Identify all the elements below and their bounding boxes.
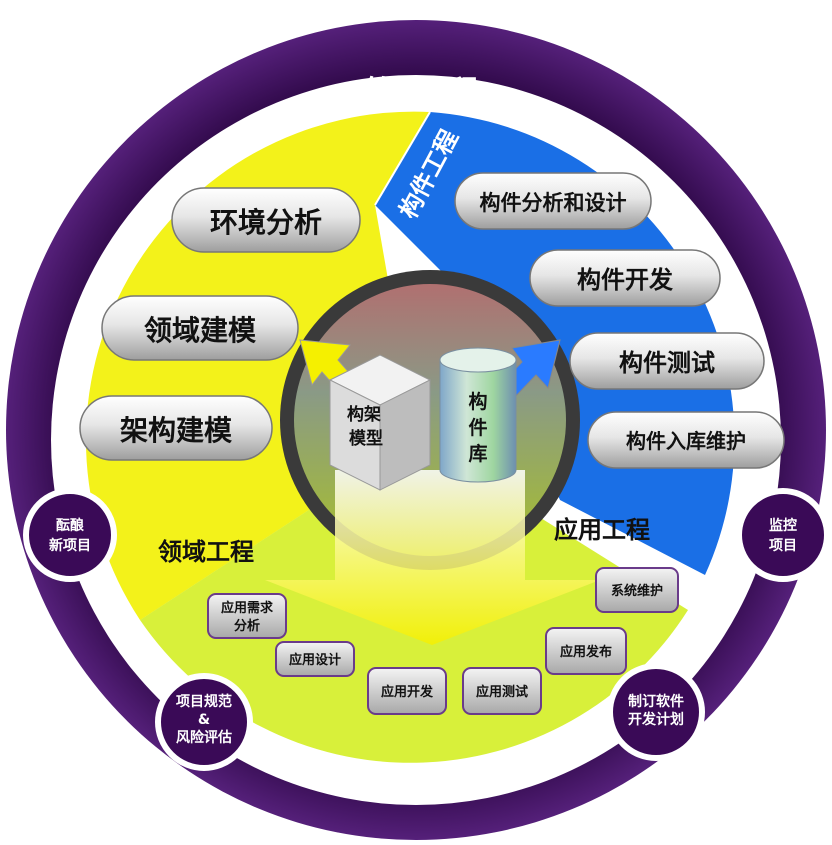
app-item-label: 应用设计 — [289, 652, 341, 668]
component-item-label: 构件入库维护 — [626, 429, 746, 453]
down-arrow — [265, 470, 600, 645]
domain-engineering-title: 领域工程 — [158, 538, 254, 566]
app-item-label: 应用测试 — [476, 684, 528, 700]
ring-circle-left-bottom: 项目规范 & 风险评估 — [155, 673, 253, 771]
ring-circle-label: 新项目 — [49, 537, 91, 554]
app-box-3: 应用测试 — [462, 667, 542, 715]
component-pill-0: 构件分析和设计 — [454, 172, 652, 230]
app-box-5: 系统维护 — [595, 567, 679, 613]
ring-circle-right-top: 监控 项目 — [736, 488, 830, 582]
domain-item-label: 环境分析 — [210, 206, 322, 239]
ring-circle-label: 项目 — [769, 538, 797, 554]
domain-item-label: 领域建模 — [144, 314, 257, 347]
ring-circle-left-top: 酝酿 新项目 — [23, 488, 117, 582]
ring-circle-label: 项目规范 — [176, 693, 232, 710]
library-label-line1: 构 — [468, 390, 487, 413]
app-box-4: 应用发布 — [545, 627, 627, 675]
cube-label-line2: 模型 — [349, 428, 383, 449]
app-item-label-line1: 应用需求 — [221, 600, 274, 616]
app-item-label: 应用开发 — [381, 684, 434, 700]
ring-circle-right-bottom: 制订软件 开发计划 — [607, 663, 705, 761]
component-pill-2: 构件测试 — [569, 332, 765, 390]
app-box-0: 应用需求 分析 — [207, 593, 287, 639]
domain-item-label: 架构建模 — [120, 414, 233, 447]
ring-circle-label: 制订软件 — [628, 693, 684, 710]
component-item-label: 构件开发 — [577, 266, 673, 294]
ring-circle-label: 风险评估 — [176, 729, 232, 746]
ring-circle-label: 监控 — [769, 517, 797, 534]
app-item-label-line2: 分析 — [234, 618, 260, 634]
component-pill-1: 构件开发 — [529, 249, 721, 307]
component-item-label: 构件分析和设计 — [480, 191, 627, 215]
ring-circle-label: 酝酿 — [56, 517, 85, 534]
app-box-2: 应用开发 — [367, 667, 447, 715]
cube-label-line1: 构架 — [347, 404, 381, 425]
application-engineering-title: 应用工程 — [554, 516, 650, 544]
library-label-line3: 库 — [468, 442, 487, 465]
domain-pill-2: 架构建模 — [79, 395, 273, 461]
domain-pill-1: 领域建模 — [101, 295, 299, 361]
app-item-label: 系统维护 — [611, 583, 663, 599]
ring-circle-label: 开发计划 — [628, 711, 684, 728]
library-label-line2: 件 — [468, 416, 487, 439]
domain-pill-0: 环境分析 — [171, 187, 361, 253]
component-pill-3: 构件入库维护 — [587, 411, 785, 469]
component-item-label: 构件测试 — [619, 349, 715, 377]
app-box-1: 应用设计 — [275, 641, 355, 677]
management-engineering-title: 管理工程 — [366, 74, 478, 107]
app-item-label: 应用发布 — [560, 644, 612, 660]
ring-circle-label: & — [198, 712, 210, 728]
framework-cube — [328, 354, 432, 491]
component-library-cylinder — [439, 347, 517, 483]
